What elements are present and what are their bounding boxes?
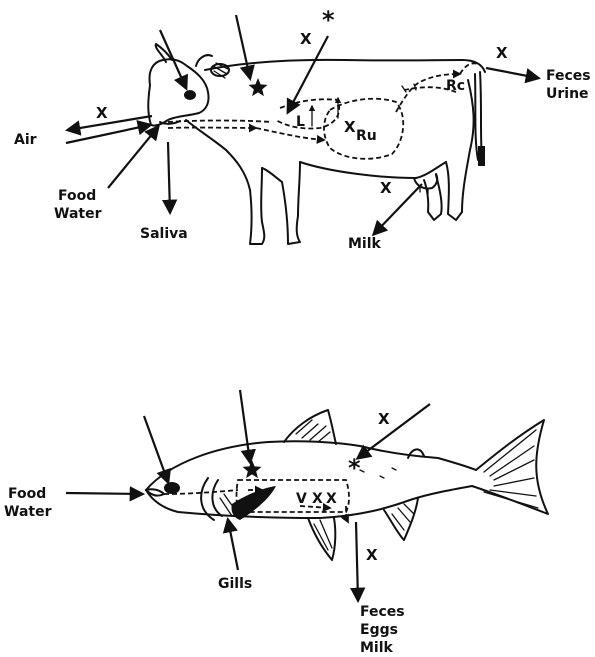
fish-gills-label: Gills [218, 576, 252, 592]
cow-star-marker [249, 78, 268, 96]
cow-eye [184, 90, 196, 100]
fish-feces-label: Feces [360, 604, 405, 620]
fish-asterisk-label: * [348, 454, 361, 482]
fish-milk-label: Milk [360, 640, 394, 656]
fish-x-label-top: X [378, 410, 390, 428]
cow-food-label: Food [58, 188, 96, 204]
fish-water-label: Water [4, 504, 52, 520]
cow-asterisk-label: * [322, 6, 335, 34]
fish-x-label-gut-2: X [326, 491, 337, 507]
fish-v-label: V [296, 491, 307, 507]
cow-rc-label: Rc [446, 78, 465, 94]
cow-saliva-label: Saliva [140, 226, 188, 242]
fish-figure: * X X V X X Food Water Gills Feces Eggs … [4, 390, 548, 656]
cow-air-label: Air [14, 132, 37, 148]
cow-figure: * X X X X X L Ru Rc Air Food Water Saliv… [14, 6, 591, 252]
cow-x-label-air: X [96, 104, 108, 122]
fish-food-label: Food [8, 486, 46, 502]
cow-x-label-milk: X [380, 179, 392, 197]
cow-x-label-rumen: X [344, 118, 356, 136]
cow-digestive-tract [168, 63, 478, 158]
cow-urine-label: Urine [546, 86, 589, 102]
cow-ru-label: Ru [356, 128, 377, 144]
fish-eggs-label: Eggs [360, 622, 398, 638]
fish-x-label-feces: X [366, 546, 378, 564]
cow-x-label-feces: X [496, 44, 508, 62]
fish-eye [164, 482, 180, 494]
cow-water-label: Water [54, 206, 102, 222]
fish-star-marker [243, 460, 262, 478]
cow-outline [148, 44, 485, 244]
cow-l-label: L [296, 114, 305, 130]
cow-feces-label: Feces [546, 68, 591, 84]
fish-x-label-gut: X [312, 491, 323, 507]
fish-pectoral-fin [231, 486, 276, 520]
cow-milk-label: Milk [348, 236, 382, 252]
cow-x-label-top: X [300, 30, 312, 48]
cow-tail-switch [478, 146, 485, 166]
